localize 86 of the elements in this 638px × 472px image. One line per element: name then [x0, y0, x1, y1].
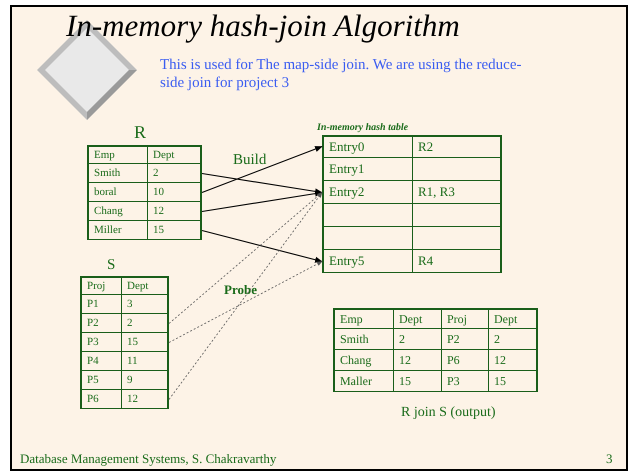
cell-text: Smith	[93, 166, 122, 181]
cell-text: Entry1	[328, 160, 366, 178]
cell-text: 11	[121, 352, 167, 370]
cell-text: 12	[147, 202, 200, 220]
table-row	[333, 350, 538, 371]
cell-text: Emp	[339, 310, 364, 328]
slide-title: In-memory hash-join Algorithm	[66, 8, 460, 44]
dotted-arrow	[168, 261, 322, 343]
cell-text: 2	[121, 314, 167, 332]
cell-text: Dept	[488, 310, 536, 328]
table-row	[322, 250, 502, 273]
table-row	[333, 329, 538, 350]
table-row	[87, 145, 202, 164]
cell-text: P6	[441, 350, 488, 370]
arrow	[202, 146, 323, 194]
cell-text: Dept	[147, 147, 200, 163]
table-row	[80, 371, 169, 390]
dotted-arrow	[168, 192, 322, 400]
cell-text: Entry2	[328, 183, 366, 201]
cell-text: 3	[121, 295, 167, 313]
arrow	[202, 230, 323, 263]
table-row	[80, 390, 169, 409]
cell-text: P2	[441, 329, 488, 349]
table-row	[322, 158, 502, 181]
cell-text: 15	[488, 371, 536, 391]
cell-text: Chang	[339, 352, 372, 369]
cell-text: P4	[86, 354, 100, 369]
cell-text: Smith	[339, 330, 370, 348]
cell-text: 2	[393, 329, 441, 349]
cell-text: 12	[121, 390, 167, 408]
cell-text: P2	[86, 316, 100, 331]
cell-text: Chang	[93, 204, 124, 219]
table-row	[87, 183, 202, 202]
cell-text: R1, R3	[412, 181, 500, 203]
cell-text: P6	[86, 392, 100, 407]
cell-text: P1	[86, 297, 100, 312]
cell-text: Entry0	[328, 138, 366, 156]
table-row	[87, 164, 202, 183]
table-row	[87, 221, 202, 240]
phase-label: Probe	[224, 282, 257, 298]
cell-text: 15	[121, 333, 167, 351]
dotted-arrow	[168, 192, 322, 324]
cell-text: Emp	[93, 148, 116, 163]
table-row	[80, 276, 169, 295]
note-text: This is used for The map-side join. We are using the reduce-side join for project 3	[160, 56, 522, 92]
empty-table-row	[322, 227, 502, 250]
table-row	[322, 181, 502, 204]
table-heading: In-memory hash table	[317, 121, 410, 135]
cell-text: Proj	[86, 279, 106, 294]
table-row	[87, 202, 202, 221]
cell-text: Miller	[93, 223, 122, 238]
cell-text: boral	[93, 185, 118, 200]
phase-label: Build	[233, 151, 266, 169]
cell-text: R4	[412, 250, 500, 272]
table-row	[333, 308, 538, 329]
cell-text: 10	[147, 183, 200, 201]
empty-table-row	[322, 204, 502, 227]
table-heading: S	[106, 256, 116, 275]
arrow	[202, 172, 323, 194]
table-row	[80, 333, 169, 352]
table-row	[80, 314, 169, 333]
cell-text: P3	[441, 371, 488, 391]
cell-text: Proj	[441, 310, 488, 328]
table-heading: R	[133, 121, 148, 144]
table-row	[322, 135, 502, 158]
cell-text: R2	[412, 137, 500, 157]
footer-text: Database Management Systems, S. Chakravarthy	[20, 451, 276, 467]
table-row	[80, 352, 169, 371]
cell-text: 12	[488, 350, 536, 370]
cell-text: Entry5	[328, 252, 366, 270]
cell-text: Dept	[121, 278, 167, 294]
cell-text: P5	[86, 373, 100, 388]
cell-text: 2	[147, 164, 200, 182]
cell-text: P3	[86, 335, 100, 350]
cell-text: 15	[393, 371, 441, 391]
cell-text: Maller	[339, 372, 373, 390]
cell-text: Dept	[393, 310, 441, 328]
page-number: 3	[606, 451, 612, 467]
cell-text: 12	[393, 350, 441, 370]
arrow	[202, 190, 323, 212]
table-heading: R join S (output)	[400, 404, 497, 422]
table-row	[80, 295, 169, 314]
table-row	[333, 371, 538, 392]
cell-text: 15	[147, 221, 200, 239]
cell-text: 9	[121, 371, 167, 389]
cell-text: 2	[488, 329, 536, 349]
